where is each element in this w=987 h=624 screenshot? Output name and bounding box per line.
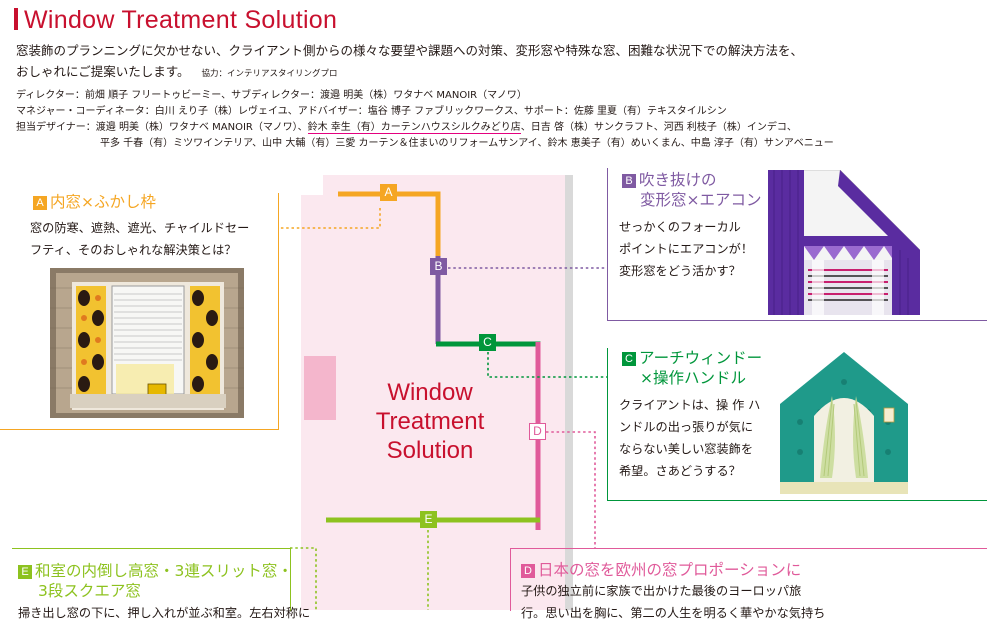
decorative-pink-block: [304, 356, 336, 420]
center-title: Window Treatment Solution: [335, 378, 525, 465]
section-b-title-2: 変形窓×エアコン: [640, 191, 762, 209]
diagram-background: [301, 175, 569, 610]
credits-highlighted-designer: 鈴木 幸生（有）カーテンハウスシルクみどり店: [307, 122, 521, 134]
section-d-body-2: 行。思い出を胸に、第二の人生を明るく華やかな気持ち: [521, 606, 826, 620]
credits-line-3: 担当デザイナー：渡邉 明美（株）ワタナベ MANOIR（マノワ）、鈴木 幸生（有…: [16, 120, 834, 136]
section-c-body-2: ンドルの出っ張りが気に: [619, 420, 754, 434]
section-b-body: せっかくのフォーカル ポイントにエアコンが！ 変形窓をどう活かす？: [619, 216, 753, 282]
section-c-body-1: クライアントは、操 作 ハ: [619, 398, 761, 412]
section-c-body-3: ならない美しい窓装飾を: [619, 442, 754, 456]
dotted-leader-d: [546, 431, 596, 548]
route-badge-a: A: [380, 184, 397, 201]
intro-text: 窓装飾のプランニングに欠かせない、クライアント側からの様々な要望や課題への対策、…: [16, 40, 803, 85]
title-bar-mark: [14, 8, 18, 30]
section-b-frame: [607, 168, 987, 321]
section-a-body-2: フティ、そのおしゃれな解決策とは？: [30, 243, 237, 257]
credits-line-4: 平多 千春（有）ミツワインテリア、山中 大輔（有）三愛 カーテン＆住まいのリフォ…: [100, 138, 834, 149]
dotted-leader-a: [278, 208, 381, 229]
credits-line-3-prefix: 担当デザイナー：渡邉 明美（株）ワタナベ MANOIR（マノワ）、: [16, 122, 308, 133]
dotted-leader-c: [487, 352, 607, 378]
section-c-frame: [607, 348, 987, 501]
route-badge-e: E: [420, 511, 437, 528]
section-c-body: クライアントは、操 作 ハ ンドルの出っ張りが気に ならない美しい窓装飾を 希望…: [619, 394, 760, 482]
page-title: Window Treatment Solution: [14, 6, 337, 35]
dotted-leader-e2: [290, 547, 317, 610]
credits-line-3-suffix: 、日吉 啓（株）サンクラフト、河西 利枝子（株）インデコ、: [520, 122, 797, 133]
section-d-title: 日本の窓を欧州の窓プロポーションに: [538, 561, 802, 579]
section-d-frame: [510, 548, 987, 611]
center-title-line-3: Solution: [386, 437, 474, 464]
section-e-title-2: 3段スクエア窓: [38, 582, 141, 600]
section-c-title-2: ×操作ハンドル: [640, 369, 746, 387]
intro-line-1: 窓装飾のプランニングに欠かせない、クライアント側からの様々な要望や課題への対策、…: [16, 43, 804, 58]
intro-line-2: おしゃれにご提案いたします。 協力：インテリアスタイリングプロ: [16, 61, 803, 85]
center-title-line-2: Treatment: [375, 408, 485, 435]
route-line-a: [338, 191, 441, 268]
section-a-title: 内窓×ふかし枠: [50, 193, 156, 211]
cooperation-credit: 協力：インテリアスタイリングプロ: [201, 69, 338, 79]
center-title-line-1: Window: [387, 379, 473, 406]
route-badge-c: C: [479, 334, 496, 351]
credits-line-2: マネジャー・コーディネータ：白川 えり子（株）レヴェイユ、アドバイザー：塩谷 博…: [16, 106, 727, 117]
section-e-letter: E: [18, 565, 32, 579]
section-b-body-1: せっかくのフォーカル: [619, 220, 741, 234]
section-b-title-1-text: 吹き抜けの: [639, 171, 717, 189]
section-b-letter: B: [622, 174, 636, 188]
section-e-body: 掃き出し窓の下に、押し入れが並ぶ和室。左右対称に: [18, 602, 310, 624]
section-a-letter: A: [33, 196, 47, 210]
section-d-body-1: 子供の独立前に家族で出かけた最後のヨーロッパ旅: [521, 584, 802, 598]
page-title-text: Window Treatment Solution: [24, 6, 338, 34]
section-a-body-1: 窓の防寒、遮熱、遮光、チャイルドセー: [30, 221, 250, 235]
section-a-body: 窓の防寒、遮熱、遮光、チャイルドセー フティ、そのおしゃれな解決策とは？: [30, 217, 249, 261]
purple-curtain-illustration: [768, 170, 920, 315]
inner-window-illustration: [50, 268, 244, 418]
route-badge-d: D: [529, 423, 546, 440]
section-d-body: 子供の独立前に家族で出かけた最後のヨーロッパ旅 行。思い出を胸に、第二の人生を明…: [521, 580, 825, 624]
section-e-body-1: 掃き出し窓の下に、押し入れが並ぶ和室。左右対称に: [18, 606, 311, 620]
section-e-title-1-text: 和室の内倒し高窓・3連スリット窓・: [35, 562, 293, 580]
intro-line-2-text: おしゃれにご提案いたします。: [16, 64, 190, 79]
section-d-letter: D: [521, 564, 535, 578]
section-b-body-2: ポイントにエアコンが！: [619, 242, 754, 256]
arched-window-illustration: [780, 352, 908, 494]
credits-line-1: ディレクター：前畑 順子 フリートゥビーミー、サブディレクター：渡邉 明美（株）…: [16, 90, 527, 101]
section-c-title-1-text: アーチウィンドー: [639, 349, 763, 367]
section-a-frame: [0, 193, 279, 430]
section-c-body-4: 希望。さあどうする？: [619, 464, 741, 478]
route-badge-b: B: [430, 258, 447, 275]
section-e-frame: [12, 548, 291, 611]
diagram-gray-pipe: [565, 175, 573, 610]
section-b-body-3: 変形窓をどう活かす？: [619, 264, 741, 278]
diagram-background-notch: [301, 175, 323, 195]
staff-credits: ディレクター：前畑 順子 フリートゥビーミー、サブディレクター：渡邉 明美（株）…: [16, 88, 834, 152]
section-c-letter: C: [622, 352, 636, 366]
